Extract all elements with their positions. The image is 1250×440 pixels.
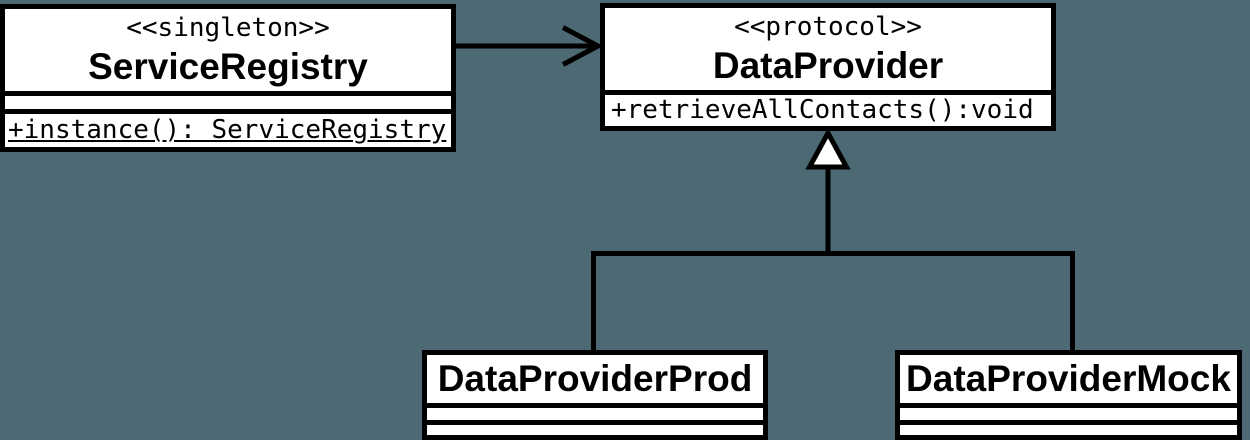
stereotype-label: <<protocol>> (734, 12, 922, 42)
class-name: DataProviderMock (906, 358, 1231, 399)
methods-compartment: +instance(): ServiceRegistry (5, 109, 451, 147)
methods-compartment (427, 420, 763, 435)
class-service-registry: <<singleton>> ServiceRegistry +instance(… (0, 4, 456, 152)
class-header: <<protocol>> DataProvider (605, 8, 1051, 90)
class-name: DataProvider (712, 45, 944, 86)
attributes-compartment (5, 91, 451, 109)
stereotype-label: <<singleton>> (126, 13, 330, 43)
class-header: <<singleton>> ServiceRegistry (5, 9, 451, 91)
hollow-triangle-icon (805, 127, 851, 170)
class-data-provider: <<protocol>> DataProvider +retrieveAllCo… (600, 3, 1056, 131)
attributes-compartment (427, 403, 763, 420)
method-retrieve-all-contacts: +retrieveAllContacts():void (611, 95, 1034, 125)
open-arrowhead-icon (561, 25, 604, 67)
association-arrow (456, 25, 604, 67)
attributes-compartment (900, 403, 1237, 420)
generalization-connector (591, 127, 1075, 350)
method-instance: +instance(): ServiceRegistry (8, 115, 447, 145)
class-data-provider-mock: DataProviderMock (895, 350, 1242, 440)
class-data-provider-prod: DataProviderProd (422, 350, 768, 440)
methods-compartment (900, 420, 1237, 435)
methods-compartment: +retrieveAllContacts():void (605, 90, 1051, 126)
class-name: ServiceRegistry (88, 46, 368, 87)
class-name: DataProviderProd (437, 358, 753, 399)
